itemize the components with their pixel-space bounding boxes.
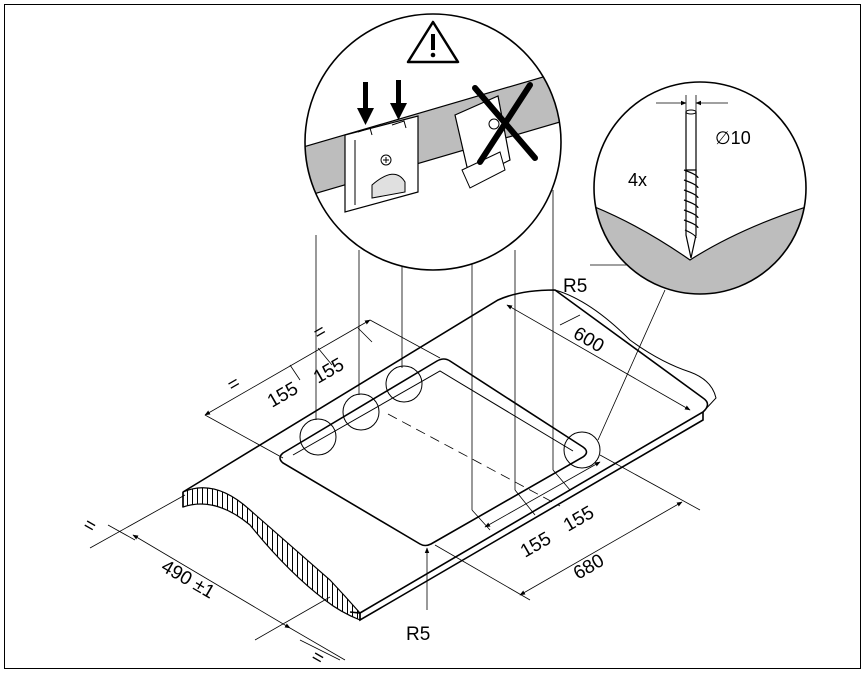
dimension-680: 680 (570, 550, 608, 584)
frame-border (4, 4, 861, 669)
dimension-600: 600 (570, 323, 608, 357)
cutout-opening (279, 358, 588, 547)
bracket-position (342, 393, 380, 431)
dimension-155-d: 155 (560, 502, 598, 536)
equal-mark-top: = (310, 321, 330, 345)
bracket-position (299, 418, 337, 456)
cut-edge-hatch (182, 487, 361, 621)
screw-detail-circle (593, 81, 807, 295)
dimension-155-c: 155 (517, 528, 555, 562)
screw-position (563, 431, 601, 469)
quantity-label: 4x (628, 170, 647, 190)
equal-mark-bottom: = (308, 646, 328, 670)
equal-mark-left: = (224, 373, 244, 397)
radius-label-top: R5 (563, 276, 587, 297)
diameter-label: ∅10 (715, 128, 751, 148)
down-arrow-icon (357, 80, 407, 125)
bracket-detail-circle (304, 13, 562, 271)
warning-triangle-icon (406, 20, 460, 64)
bracket-position (385, 365, 423, 403)
radius-label-bottom: R5 (406, 624, 430, 645)
cross-out-icon (472, 82, 538, 165)
dimension-490: 490 ±1 (158, 556, 219, 603)
equal-mark-far-left: = (80, 514, 100, 538)
dimension-155-a: 155 (264, 378, 302, 412)
countertop (182, 289, 717, 622)
dimension-lines (89, 262, 701, 661)
screw-icon (683, 109, 699, 259)
labels: 4x ∅10 R5 R5 600 680 490 ±1 155 155 155 … (80, 128, 751, 670)
